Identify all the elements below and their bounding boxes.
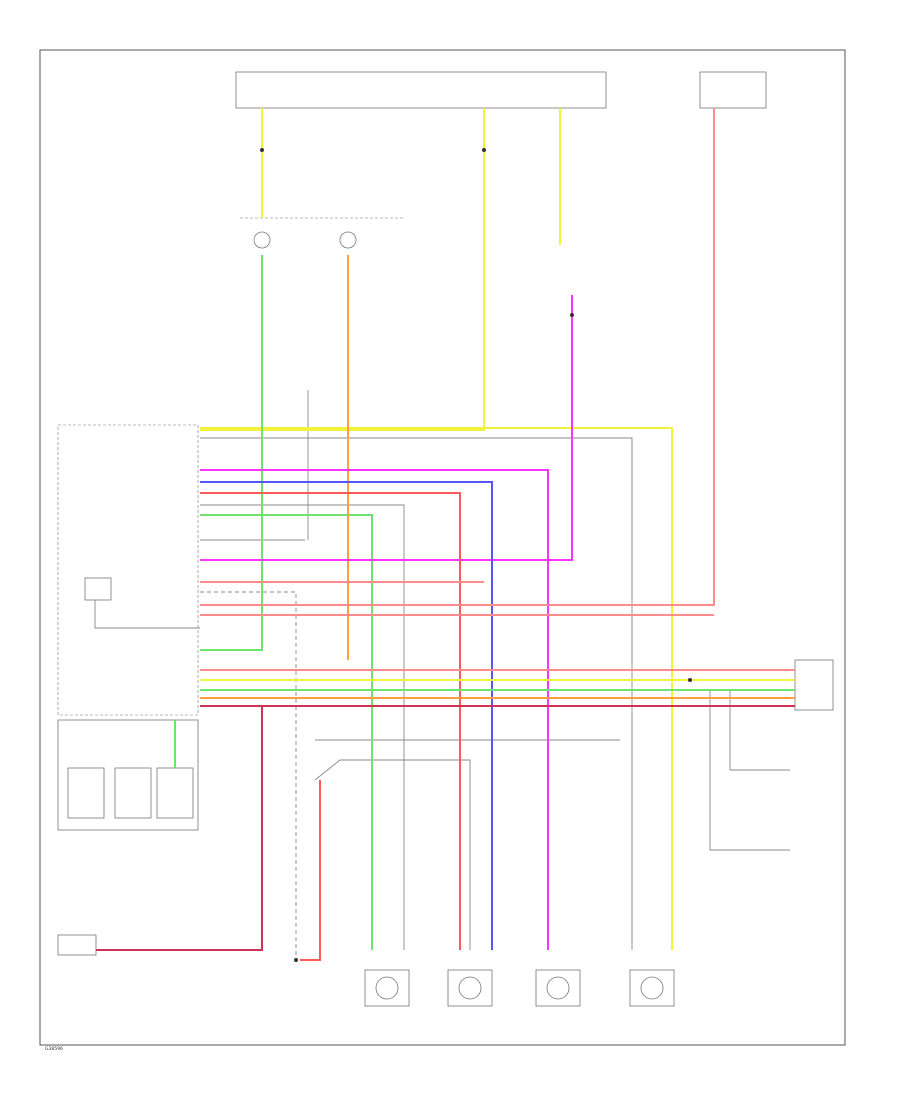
wire-sensor-feed — [200, 504, 405, 950]
diagram-code: G38596 — [45, 1046, 63, 1052]
wire-red-sensor — [200, 492, 461, 950]
connector-block-bottom-left — [57, 719, 199, 831]
sensor-left-rear — [447, 969, 493, 1007]
wire-pink-feed — [200, 108, 715, 606]
sensor-right-rear-coil — [546, 976, 570, 1000]
wire-green-lamp — [200, 255, 263, 651]
wire-blue-sensor — [200, 481, 493, 950]
wire-ground — [200, 591, 297, 960]
junction-1 — [260, 148, 264, 152]
sensor-left-rear-coil — [458, 976, 482, 1000]
sensor-right-rear — [535, 969, 581, 1007]
wire-lf-return — [314, 759, 471, 950]
wire-brake-switch — [709, 690, 790, 851]
plug-box-c — [156, 767, 194, 819]
junction-5 — [294, 958, 298, 962]
wire-pump — [729, 690, 790, 771]
sensor-right-front-coil — [640, 976, 664, 1000]
wire-magenta-switch — [200, 295, 573, 561]
diagram-frame — [39, 49, 846, 1046]
wire-relay — [94, 600, 200, 629]
wire-yellow-bus — [200, 427, 673, 950]
sensor-left-front-coil — [375, 976, 399, 1000]
abs-lamp — [253, 231, 271, 249]
module-outline-left — [57, 424, 199, 716]
wire-mainline — [200, 437, 633, 950]
wire-magenta-sensor — [200, 469, 549, 950]
module-right — [794, 659, 834, 711]
plug-box-a — [67, 767, 105, 819]
junction-2 — [482, 148, 486, 152]
warning-box — [84, 577, 112, 601]
sensor-box-left — [57, 934, 97, 956]
sensor-left-front — [364, 969, 410, 1007]
junction-3 — [570, 313, 574, 317]
junction-4 — [688, 678, 692, 682]
wire-darkred-down — [96, 706, 263, 951]
fuse-block-right — [699, 71, 767, 109]
wire-yellow-center — [200, 108, 485, 431]
wire-red-ground — [300, 780, 321, 961]
fuse-block-left — [235, 71, 607, 109]
plug-box-b — [114, 767, 152, 819]
brake-lamp — [339, 231, 357, 249]
sensor-right-front — [629, 969, 675, 1007]
wire-green-sensor — [200, 514, 373, 950]
